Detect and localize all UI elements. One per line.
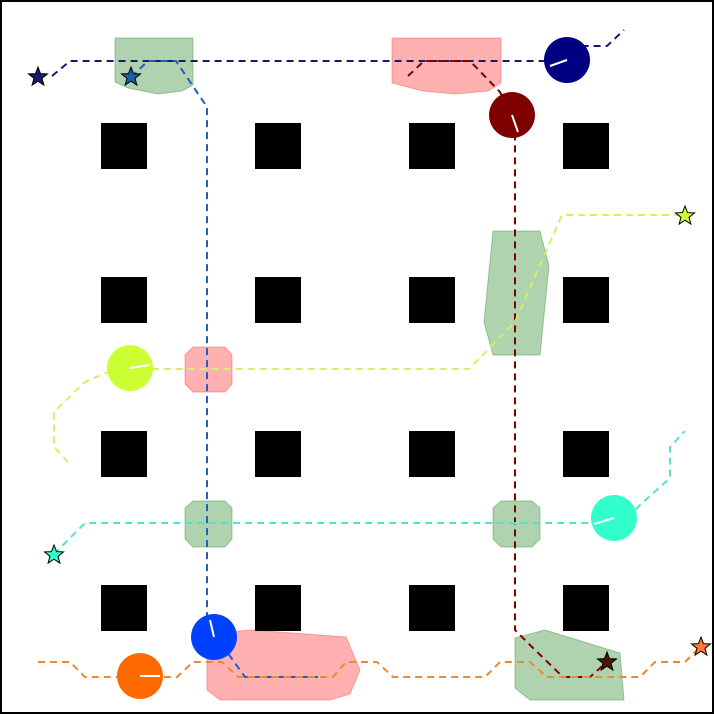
red-zone <box>206 629 361 701</box>
obstacle-block <box>101 123 147 169</box>
orange-agent <box>117 653 163 699</box>
green-zone <box>483 230 550 356</box>
cyan-path <box>53 430 686 555</box>
obstacle-block <box>255 277 301 323</box>
maroon-goal-star-icon <box>596 650 618 672</box>
navy-goal-star-icon <box>27 65 49 87</box>
maroon-agent <box>489 92 535 138</box>
zones <box>114 37 625 701</box>
red-zone <box>184 346 233 393</box>
green-zone <box>514 629 625 701</box>
navy-agent <box>544 37 590 83</box>
obstacle-block <box>255 431 301 477</box>
obstacle-block <box>101 431 147 477</box>
orange-goal-star-icon <box>690 635 712 657</box>
green-zone <box>492 500 541 548</box>
green-zone <box>184 500 233 548</box>
obstacle-block <box>255 123 301 169</box>
green-zone <box>114 37 194 95</box>
obstacle-block <box>409 431 455 477</box>
obstacle-block <box>409 585 455 631</box>
lime-goal-star-icon <box>674 204 696 226</box>
red-zone <box>391 37 502 95</box>
goals <box>27 65 712 672</box>
agents <box>107 37 637 699</box>
obstacle-block <box>563 431 609 477</box>
blue-agent <box>191 614 237 660</box>
obstacle-block <box>255 585 301 631</box>
blue-path <box>130 60 318 678</box>
lime-agent <box>107 345 153 391</box>
orange-path <box>38 646 701 678</box>
obstacle-block <box>409 277 455 323</box>
lime-path <box>53 214 685 463</box>
cyan-goal-star-icon <box>43 543 65 565</box>
obstacle-block <box>101 277 147 323</box>
blue-goal-star-icon <box>120 65 142 87</box>
obstacle-block <box>563 277 609 323</box>
obstacle-block <box>563 123 609 169</box>
obstacle-block <box>409 123 455 169</box>
obstacles <box>101 123 609 631</box>
cyan-agent <box>591 495 637 541</box>
obstacle-block <box>563 585 609 631</box>
obstacle-block <box>101 585 147 631</box>
